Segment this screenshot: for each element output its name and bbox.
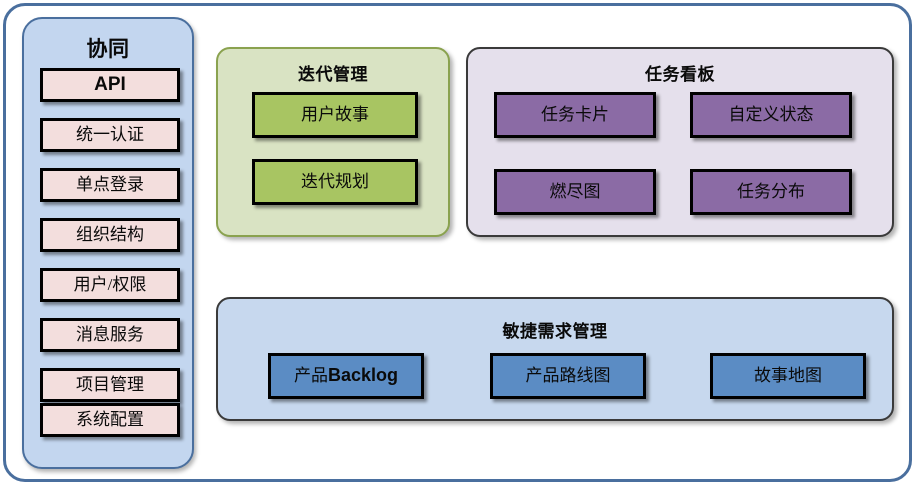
panel-task-board-title: 任务看板 bbox=[645, 65, 715, 84]
panel-iteration-management[interactable]: 迭代管理 用户故事 迭代规划 bbox=[216, 47, 450, 237]
sidebar-item-system-config[interactable]: 系统配置 bbox=[40, 403, 180, 437]
iteration-item-user-story[interactable]: 用户故事 bbox=[252, 92, 418, 138]
agile-item-product-roadmap[interactable]: 产品路线图 bbox=[490, 353, 646, 399]
sidebar-item-project-management[interactable]: 项目管理 bbox=[40, 368, 180, 402]
taskboard-item-task-card[interactable]: 任务卡片 bbox=[494, 92, 656, 138]
panel-agile-title: 敏捷需求管理 bbox=[502, 322, 608, 341]
taskboard-item-custom-status[interactable]: 自定义状态 bbox=[690, 92, 852, 138]
agile-item-product-backlog-cn: 产品 bbox=[293, 365, 328, 385]
sidebar-item-org-structure[interactable]: 组织结构 bbox=[40, 218, 180, 252]
agile-item-story-map[interactable]: 故事地图 bbox=[710, 353, 866, 399]
panel-iteration-title: 迭代管理 bbox=[298, 65, 368, 84]
sidebar-item-single-sign-on[interactable]: 单点登录 bbox=[40, 168, 180, 202]
sidebar-item-unified-auth[interactable]: 统一认证 bbox=[40, 118, 180, 152]
taskboard-item-burndown-chart[interactable]: 燃尽图 bbox=[494, 169, 656, 215]
agile-item-product-backlog-en: Backlog bbox=[327, 365, 399, 386]
panel-collaboration-title: 协同 bbox=[86, 38, 130, 61]
sidebar-item-message-service[interactable]: 消息服务 bbox=[40, 318, 180, 352]
panel-collaboration[interactable]: 协同 API 统一认证 单点登录 组织结构 用户/权限 消息服务 项目管理 系统… bbox=[22, 17, 194, 469]
iteration-item-iteration-planning[interactable]: 迭代规划 bbox=[252, 159, 418, 205]
sidebar-item-user-permission[interactable]: 用户/权限 bbox=[40, 268, 180, 302]
panel-task-board[interactable]: 任务看板 任务卡片 自定义状态 燃尽图 任务分布 bbox=[466, 47, 894, 237]
taskboard-item-task-distribution[interactable]: 任务分布 bbox=[690, 169, 852, 215]
sidebar-item-api[interactable]: API bbox=[40, 68, 180, 102]
